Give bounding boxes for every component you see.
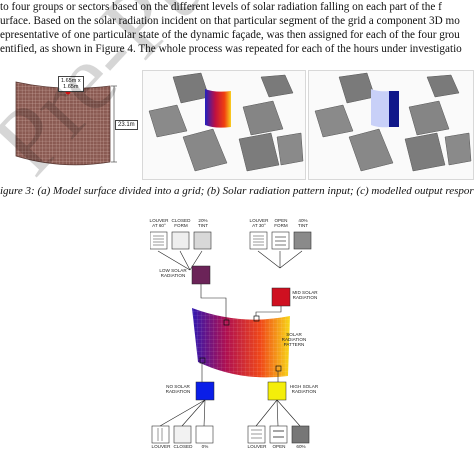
- figure3-panel-c: [308, 70, 474, 180]
- low-option-2: CLOSED FORM: [171, 218, 191, 229]
- mid-option-1: LOUVER AT 30°: [249, 218, 269, 229]
- mid-solar-label: MID SOLAR RADIATION: [292, 290, 318, 301]
- high-solar-label: HIGH SOLAR RADIATION: [289, 384, 319, 395]
- solar-radiation-pattern-input: [148, 72, 304, 172]
- body-text-line-1: to four groups or sectors based on the d…: [0, 1, 442, 13]
- high-options-boxes: [247, 425, 310, 444]
- mid-solar-box: [271, 287, 291, 307]
- figure4-graphics: [150, 231, 312, 444]
- low-option-1: LOUVER AT 60°: [149, 218, 169, 229]
- no-option-3: 0%: [201, 444, 209, 449]
- high-option-1: LOUVER: [247, 444, 267, 449]
- high-solar-box: [267, 381, 287, 401]
- no-solar-box: [195, 381, 215, 401]
- grid-size-label: 1.65m x 1.65m: [58, 76, 84, 92]
- mid-options-boxes: [249, 231, 312, 250]
- mid-option-3: 40% TINT: [297, 218, 309, 229]
- low-options-boxes: [150, 231, 212, 250]
- body-text-line-3: epresentative of one particular state of…: [0, 29, 460, 41]
- figure3-caption: igure 3: (a) Model surface divided into …: [0, 185, 474, 197]
- figure3-panel-a: 1.65m x 1.65m 23.1m: [2, 70, 138, 178]
- low-option-3: 20% TINT: [197, 218, 209, 229]
- body-text-line-4: entified, as shown in Figure 4. The whol…: [0, 43, 462, 55]
- no-option-2: CLOSED: [173, 444, 193, 449]
- high-option-2: OPEN: [272, 444, 286, 449]
- solar-radiation-pattern-label: SOLAR RADIATION PATTERN: [281, 332, 307, 348]
- body-text-line-2: urface. Based on the solar radiation inc…: [0, 15, 460, 27]
- mid-option-2: OPEN FORM: [274, 218, 288, 229]
- figure4-diagram: LOUVER AT 60° CLOSED FORM 20% TINT LOUVE…: [150, 204, 320, 452]
- grid-surface-model: [15, 81, 117, 166]
- figure3-panel-b: [142, 70, 306, 180]
- height-label: 23.1m: [115, 120, 138, 130]
- no-solar-label: NO SOLAR RADIATION: [165, 384, 191, 395]
- no-option-1: LOUVER: [151, 444, 171, 449]
- low-solar-label: LOW SOLAR RADIATION: [159, 268, 187, 279]
- no-options-boxes: [151, 425, 214, 444]
- low-solar-box: [191, 265, 211, 285]
- high-option-3: 60%: [296, 444, 306, 449]
- modelled-output-response: [314, 72, 472, 172]
